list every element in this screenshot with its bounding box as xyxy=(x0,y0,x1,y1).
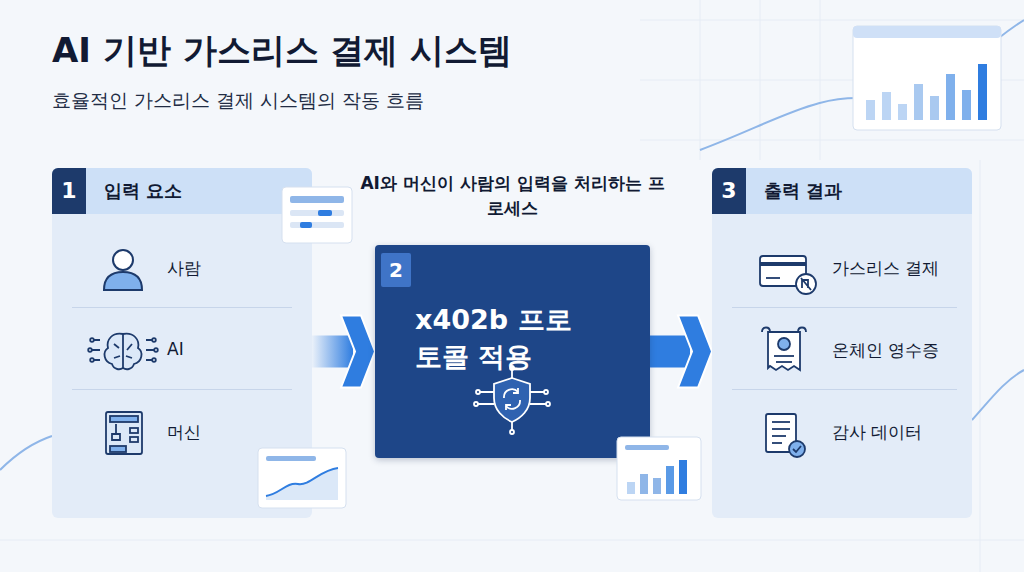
badge-number: 1 xyxy=(52,168,86,214)
panel-heading: 출력 결과 xyxy=(764,168,842,214)
item-label: 사람 xyxy=(167,257,201,280)
audit-doc-icon xyxy=(766,414,805,457)
item-label: 온체인 영수증 xyxy=(832,339,939,362)
arrow-head xyxy=(678,316,712,388)
machine-icon xyxy=(106,412,142,454)
flow-arrow xyxy=(312,316,375,388)
group-panel: 1 입력 요소사람 AI 머신 xyxy=(52,168,312,518)
subtitle: 효율적인 가스리스 결제 시스템의 작동 흐름 xyxy=(52,88,424,114)
process-box: AI와 머신이 사람의 입력을 처리하는 프로세스2x402b 프로토콜 적용 xyxy=(375,245,650,458)
item-row: 온체인 영수증 xyxy=(732,312,957,390)
item-label: 가스리스 결제 xyxy=(832,257,939,280)
item-label: 감사 데이터 xyxy=(832,421,922,444)
process-heading: AI와 머신이 사람의 입력을 처리하는 프로세스 xyxy=(360,171,665,220)
flow-arrow xyxy=(650,316,712,388)
badge-number: 2 xyxy=(381,253,411,287)
person-icon xyxy=(104,250,142,290)
card-icon xyxy=(760,256,816,294)
arrow-head xyxy=(341,316,375,388)
item-row: 사람 xyxy=(72,230,292,308)
panel-heading: 입력 요소 xyxy=(104,168,182,214)
chart-card xyxy=(853,26,1001,130)
arrow-shaft xyxy=(312,336,353,368)
item-row: 머신 xyxy=(72,394,292,472)
badge-number: 3 xyxy=(712,168,746,214)
line-chart-card xyxy=(258,448,346,508)
item-label: AI xyxy=(167,339,184,359)
receipt-icon xyxy=(762,328,806,371)
group-panel: 3 출력 결과가스리스 결제온체인 영수증감사 데이터 xyxy=(712,168,972,518)
item-row: 감사 데이터 xyxy=(732,394,957,472)
trend-curve xyxy=(700,20,1024,150)
item-row: 가스리스 결제 xyxy=(732,230,957,308)
arrow-shaft xyxy=(650,336,690,368)
item-row: AI xyxy=(72,312,292,390)
form-card xyxy=(282,187,352,243)
shield-icon xyxy=(474,366,550,434)
bar-card xyxy=(617,437,701,500)
ai-brain-icon xyxy=(88,334,158,370)
trend-curve xyxy=(972,370,1024,420)
diagram-title: AI 기반 가스리스 결제 시스템 xyxy=(52,28,512,74)
process-title: x402b 프로토콜 적용 xyxy=(415,301,587,376)
item-label: 머신 xyxy=(167,421,201,444)
trend-curve xyxy=(0,436,52,470)
